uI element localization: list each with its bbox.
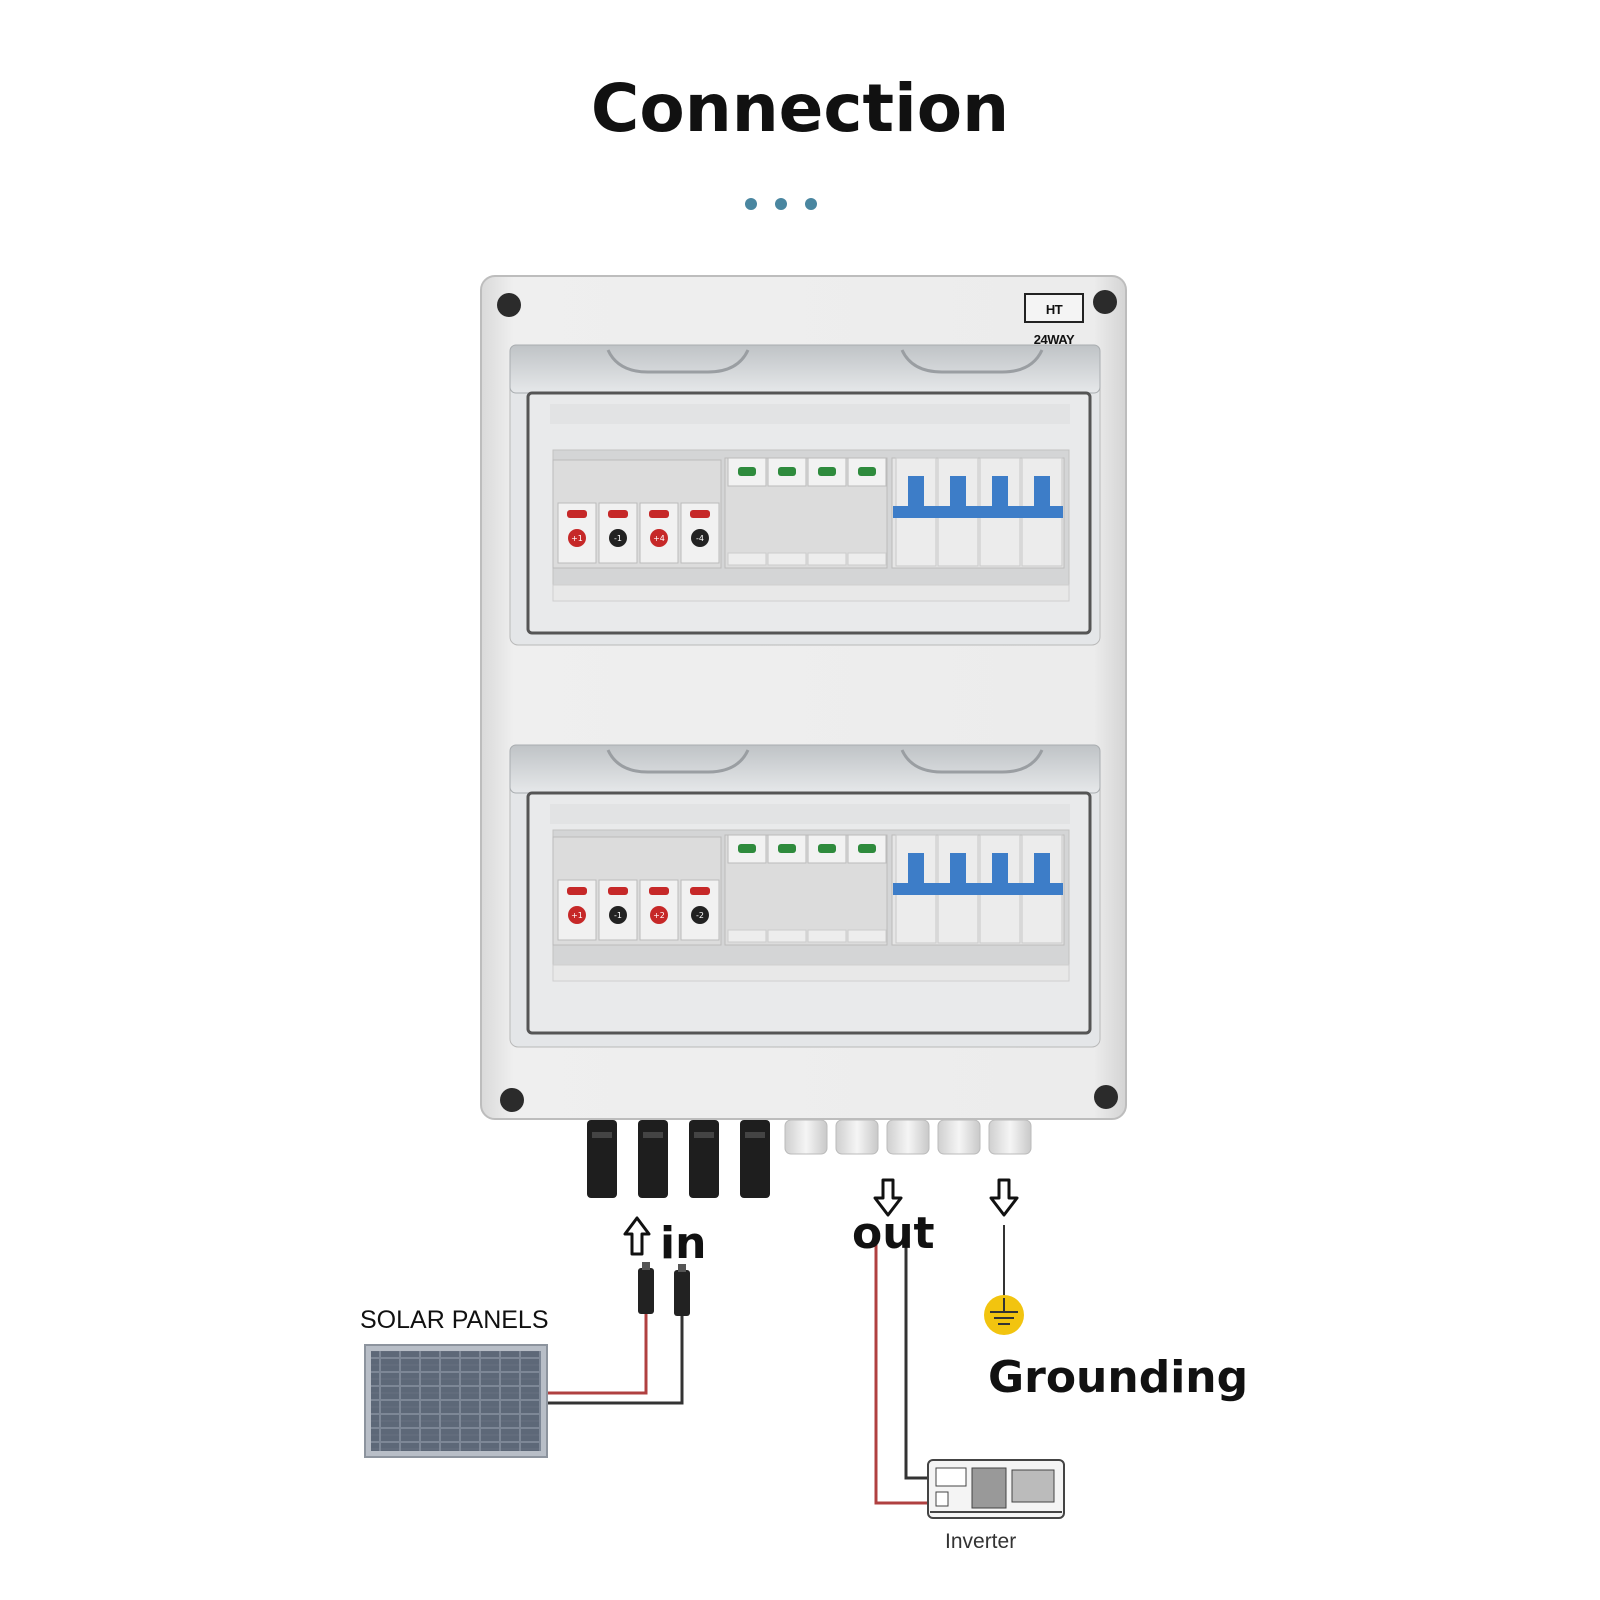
label-solar-panels: SOLAR PANELS	[360, 1306, 549, 1334]
dot-1	[745, 198, 757, 210]
accent-dots	[745, 198, 855, 212]
fuse-mark: +2	[653, 911, 665, 920]
dot-3	[805, 198, 817, 210]
fuse-mark: -4	[696, 534, 704, 543]
mc4-connector-icon	[689, 1120, 719, 1198]
label-inverter: Inverter	[945, 1530, 1017, 1553]
label-in: in	[660, 1218, 707, 1269]
screw-icon	[1093, 290, 1117, 314]
fuse-holder: -1	[598, 502, 638, 564]
fuse-holder: +1	[557, 502, 597, 564]
mc4-connector-icon	[740, 1120, 770, 1198]
surge-module	[767, 834, 807, 943]
surge-module	[767, 457, 807, 566]
ground-symbol-icon	[984, 1225, 1024, 1335]
arrow-down-icon	[873, 1178, 903, 1217]
surge-module	[727, 834, 767, 943]
solar-wiring	[546, 1314, 684, 1405]
fuse-mark: -1	[614, 534, 622, 543]
page-title: Connection	[590, 70, 1010, 147]
screw-icon	[497, 293, 521, 317]
fuse-mark: +1	[571, 534, 583, 543]
surge-module	[807, 834, 847, 943]
inverter-wiring	[874, 1235, 930, 1505]
fuse-holder: +4	[639, 502, 679, 564]
arrow-up-icon	[623, 1216, 651, 1256]
dot-2	[775, 198, 787, 210]
fuse-holder: +2	[639, 879, 679, 941]
fuse-mark: +1	[571, 911, 583, 920]
solar-panel-icon	[364, 1344, 548, 1458]
upper-section: +1 -1 +4 -4	[509, 344, 1101, 646]
label-out: out	[852, 1208, 935, 1259]
lower-section: +1 -1 +2 -2	[509, 744, 1101, 1048]
distribution-box: +1 -1 +4 -4 +1 -1 +2 -2	[480, 275, 1127, 1120]
surge-module	[847, 834, 887, 943]
label-grounding: Grounding	[988, 1352, 1249, 1403]
fuse-mark: -2	[696, 911, 704, 920]
model-badge: HT 24WAY	[1024, 293, 1084, 347]
fuse-holder: -1	[598, 879, 638, 941]
surge-module	[727, 457, 767, 566]
screw-icon	[1094, 1085, 1118, 1109]
screw-icon	[500, 1088, 524, 1112]
surge-module	[847, 457, 887, 566]
mc4-plug-pair	[638, 1262, 690, 1316]
mc4-connector-icon	[638, 1120, 668, 1198]
fuse-mark: -1	[614, 911, 622, 920]
cable-glands	[784, 1119, 1032, 1155]
fuse-mark: +4	[653, 534, 665, 543]
arrow-down-icon	[989, 1178, 1019, 1217]
inverter-icon	[927, 1459, 1065, 1519]
fuse-holder: -4	[680, 502, 720, 564]
fuse-holder: +1	[557, 879, 597, 941]
fuse-holder: -2	[680, 879, 720, 941]
surge-module	[807, 457, 847, 566]
mc4-connector-icon	[587, 1120, 617, 1198]
mc4-input-connectors	[587, 1120, 770, 1198]
